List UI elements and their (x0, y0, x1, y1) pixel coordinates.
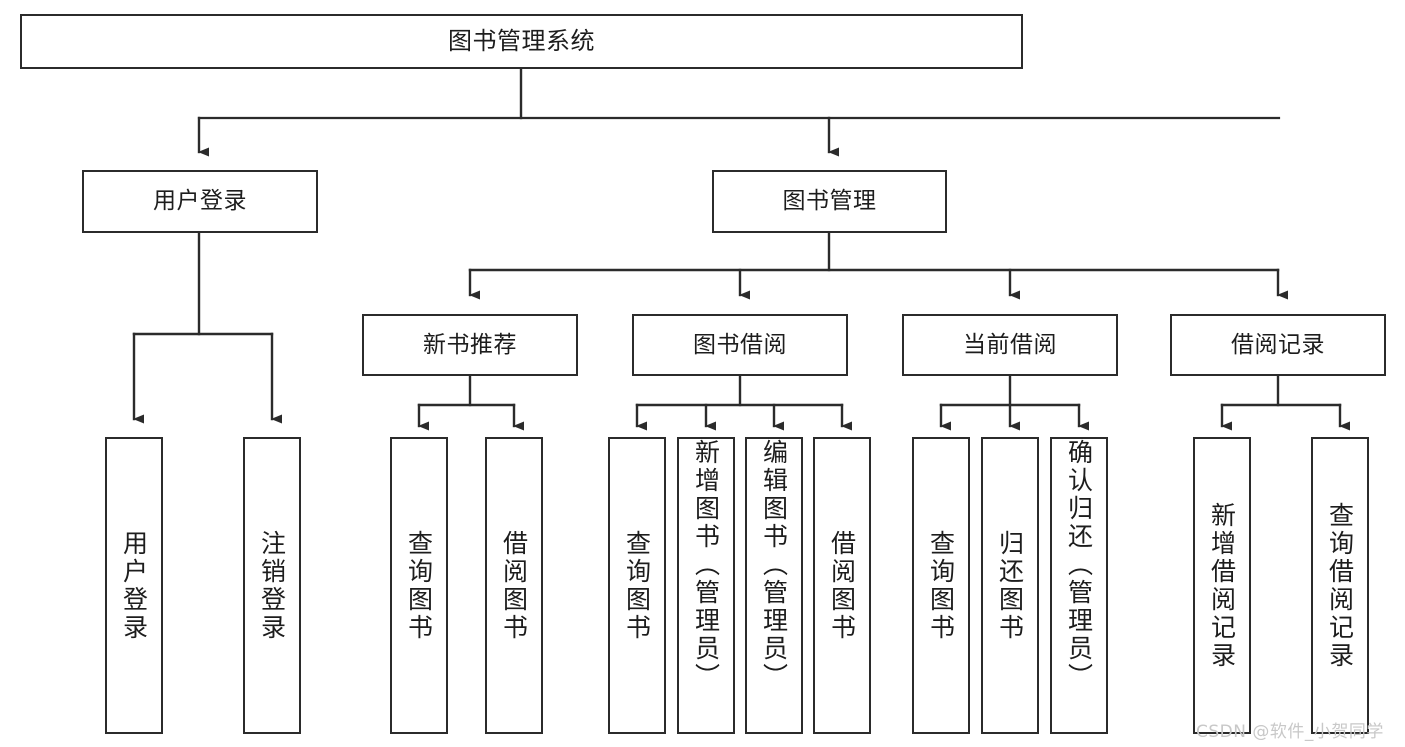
node-label: 查询图书 (622, 529, 652, 642)
leaf-borrow-record-add-record[interactable]: 新增借阅记录 (1193, 437, 1251, 734)
node-label: 查询借阅记录 (1325, 501, 1355, 670)
leaf-new-book-query-book[interactable]: 查询图书 (390, 437, 448, 734)
node-root-system[interactable]: 图书管理系统 (20, 14, 1023, 69)
node-label: 确认归还（管理员） (1064, 439, 1094, 691)
node-label: 编辑图书（管理员） (759, 439, 789, 691)
node-label: 注销登录 (257, 529, 287, 642)
leaf-book-borrow-borrow-book[interactable]: 借阅图书 (813, 437, 871, 734)
node-label: 新增借阅记录 (1207, 501, 1237, 670)
node-label: 用户登录 (119, 529, 149, 642)
leaf-new-book-borrow-book[interactable]: 借阅图书 (485, 437, 543, 734)
node-borrow-record[interactable]: 借阅记录 (1170, 314, 1386, 376)
node-label: 查询图书 (926, 529, 956, 642)
leaf-user-login-login[interactable]: 用户登录 (105, 437, 163, 734)
node-current-borrow[interactable]: 当前借阅 (902, 314, 1118, 376)
node-label: 借阅图书 (827, 529, 857, 642)
node-label: 归还图书 (995, 529, 1025, 642)
csdn-watermark: CSDN @软件_小贺同学 (1196, 722, 1384, 742)
leaf-book-borrow-add-book-admin[interactable]: 新增图书（管理员） (677, 437, 735, 734)
node-label: 当前借阅 (963, 331, 1057, 358)
node-label: 查询图书 (404, 529, 434, 642)
node-label: 图书借阅 (693, 331, 787, 358)
leaf-book-borrow-edit-book-admin[interactable]: 编辑图书（管理员） (745, 437, 803, 734)
node-label: 新书推荐 (423, 331, 517, 358)
node-book-borrow[interactable]: 图书借阅 (632, 314, 848, 376)
node-label: 图书管理 (782, 188, 877, 215)
leaf-book-borrow-query-book[interactable]: 查询图书 (608, 437, 666, 734)
node-new-book-recommend[interactable]: 新书推荐 (362, 314, 578, 376)
node-user-login[interactable]: 用户登录 (82, 170, 318, 233)
node-label: 用户登录 (153, 188, 247, 215)
node-label: 借阅图书 (499, 529, 529, 642)
node-label: 借阅记录 (1231, 331, 1325, 358)
node-label: 图书管理系统 (448, 26, 595, 55)
leaf-user-login-logout[interactable]: 注销登录 (243, 437, 301, 734)
leaf-current-borrow-query-book[interactable]: 查询图书 (912, 437, 970, 734)
leaf-borrow-record-query-record[interactable]: 查询借阅记录 (1311, 437, 1369, 734)
leaf-current-borrow-confirm-return-admin[interactable]: 确认归还（管理员） (1050, 437, 1108, 734)
leaf-current-borrow-return-book[interactable]: 归还图书 (981, 437, 1039, 734)
node-label: 新增图书（管理员） (691, 439, 721, 691)
node-book-management[interactable]: 图书管理 (712, 170, 947, 233)
